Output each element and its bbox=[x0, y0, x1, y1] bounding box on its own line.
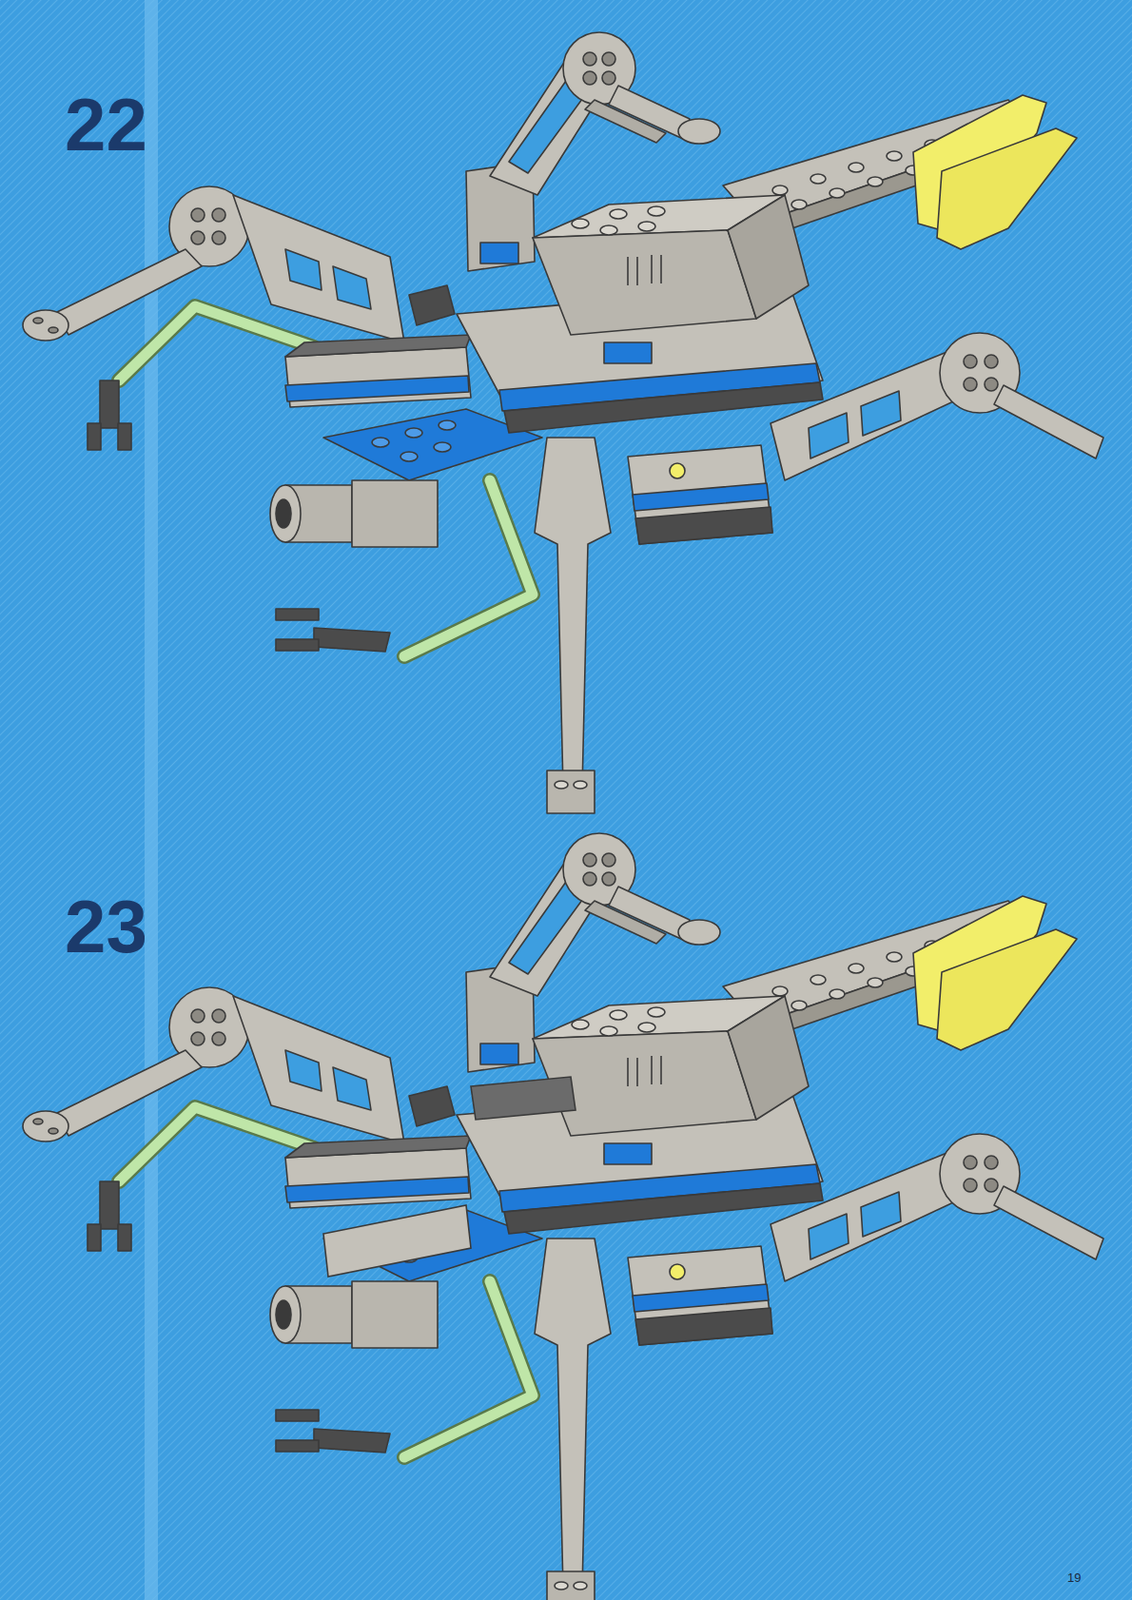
added-grey-brick bbox=[323, 1205, 471, 1277]
model-step-22 bbox=[22, 32, 1104, 814]
fold-stripe bbox=[144, 0, 158, 1600]
step-number: 23 bbox=[64, 889, 148, 964]
page-number: 19 bbox=[1067, 1571, 1081, 1584]
added-dark-plate bbox=[470, 1076, 576, 1120]
model-step-23 bbox=[22, 833, 1104, 1600]
step-number: 22 bbox=[64, 87, 148, 162]
model-base bbox=[22, 833, 1104, 1600]
